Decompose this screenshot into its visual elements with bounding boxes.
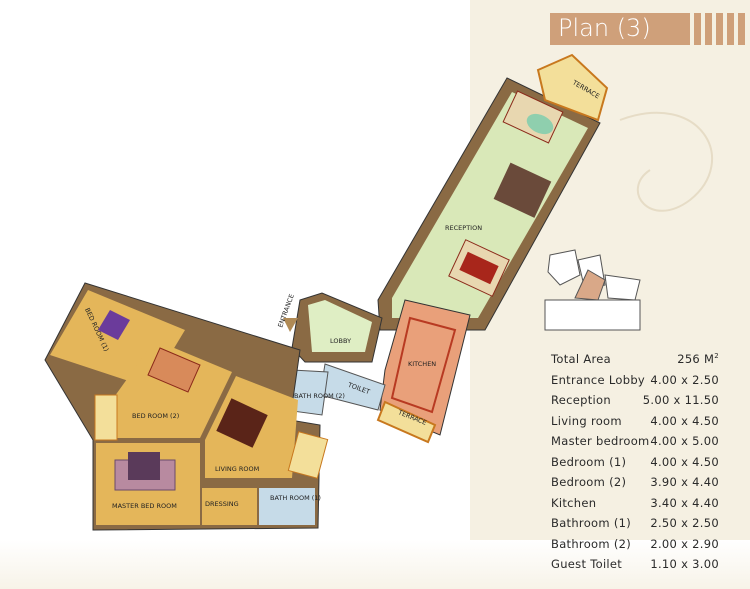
area-row: Bedroom (1) 4.00 x 4.50 <box>551 455 719 476</box>
twin-beds <box>147 347 201 393</box>
swirl-decoration <box>619 111 714 212</box>
room-name: Master bedroom <box>551 434 650 448</box>
room-name: Bedroom (2) <box>551 475 627 489</box>
label-reception: RECEPTION <box>445 224 482 232</box>
terrace-top <box>536 53 609 122</box>
bed-room-2 <box>112 340 232 438</box>
terrace-small <box>376 400 437 444</box>
room-name: Guest Toilet <box>551 557 623 571</box>
room-dimensions: 4.00 x 4.50 <box>650 413 719 428</box>
total-area-label: Total Area <box>551 352 611 366</box>
room-name: Reception <box>551 393 611 407</box>
room-dimensions: 4.00 x 2.50 <box>650 372 719 387</box>
room-name: Living room <box>551 413 622 428</box>
room-dimensions: 3.90 x 4.40 <box>650 475 719 489</box>
dining-table <box>459 251 499 285</box>
decor-stripe <box>727 13 734 45</box>
room-name: Bathroom (1) <box>551 516 632 530</box>
entrance-arrow-icon <box>283 318 298 332</box>
label-bath-room-2: BATH ROOM (2) <box>294 392 345 400</box>
decor-stripe <box>705 13 712 45</box>
decor-stripe <box>738 13 745 45</box>
area-row: Entrance Lobby 4.00 x 2.50 <box>551 373 719 394</box>
label-kitchen: KITCHEN <box>408 360 436 368</box>
plan-title: Plan (3) <box>558 14 651 42</box>
room-dimensions: 4.00 x 4.50 <box>650 454 719 469</box>
unit-superscript: 2 <box>714 352 719 361</box>
bath-room-1 <box>259 488 315 525</box>
decor-stripe <box>716 13 723 45</box>
room-name: Entrance Lobby <box>551 372 646 387</box>
plan-title-bar: Plan (3) <box>550 13 690 45</box>
area-row: Guest Toilet 1.10 x 3.00 <box>551 557 719 578</box>
label-dressing: DRESSING <box>205 500 239 508</box>
lobby-room <box>308 300 372 352</box>
area-table: Total Area 256 M2 Entrance Lobby 4.00 x 2… <box>551 352 719 578</box>
bed <box>98 310 130 340</box>
room-dimensions: 2.50 x 2.50 <box>650 516 719 530</box>
master-bed <box>128 452 160 480</box>
balcony-right <box>287 431 329 479</box>
area-row: Reception 5.00 x 11.50 <box>551 393 719 414</box>
room-name: Kitchen <box>551 495 597 510</box>
balcony-left <box>94 394 118 441</box>
label-master-bed-room: MASTER BED ROOM <box>112 502 177 510</box>
room-dimensions: 4.00 x 5.00 <box>650 434 719 448</box>
dressing-room <box>202 488 257 525</box>
room-name: Bedroom (1) <box>551 454 627 469</box>
total-area-row: Total Area 256 M2 <box>551 352 719 373</box>
total-area-value: 256 M2 <box>677 352 719 373</box>
label-lobby: LOBBY <box>330 337 351 345</box>
room-dimensions: 3.40 x 4.40 <box>650 495 719 510</box>
room-dimensions: 5.00 x 11.50 <box>642 393 719 407</box>
area-row: Kitchen 3.40 x 4.40 <box>551 496 719 517</box>
label-bed-room-2: BED ROOM (2) <box>132 412 179 420</box>
label-bath-room-1: BATH ROOM (1) <box>270 494 321 502</box>
area-row: Bedroom (2) 3.90 x 4.40 <box>551 475 719 496</box>
room-dimensions: 2.00 x 2.90 <box>650 536 719 551</box>
area-row: Living room 4.00 x 4.50 <box>551 414 719 435</box>
room-dimensions: 1.10 x 3.00 <box>650 557 719 571</box>
sofa-set <box>493 162 552 218</box>
area-row: Bathroom (2) 2.00 x 2.90 <box>551 537 719 558</box>
room-name: Bathroom (2) <box>551 536 632 551</box>
label-living-room: LIVING ROOM <box>215 465 259 473</box>
living-rug <box>216 398 268 448</box>
kitchen-rug <box>390 316 457 414</box>
total-area-number: 256 M <box>677 352 715 366</box>
decor-stripe <box>694 13 701 45</box>
bottom-fade <box>0 540 750 589</box>
round-table <box>526 113 554 135</box>
key-plan <box>544 249 641 331</box>
reception-room <box>392 92 588 318</box>
area-row: Bathroom (1) 2.50 x 2.50 <box>551 516 719 537</box>
